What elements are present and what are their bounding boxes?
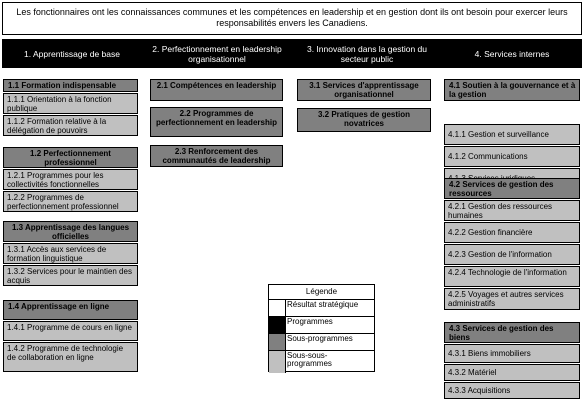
legend-row-strategic-outcome: Résultat stratégique bbox=[269, 299, 374, 316]
subprogram-1-3: 1.3 Apprentissage des langues officielle… bbox=[3, 221, 138, 242]
subsubprogram-4-1-2: 4.1.2 Communications bbox=[444, 146, 580, 167]
subprogram-2-2: 2.2 Programmes de perfectionnement en le… bbox=[150, 107, 283, 137]
subprogram-1-4: 1.4 Apprentissage en ligne bbox=[3, 300, 138, 320]
subsubprogram-4-2-2: 4.2.2 Gestion financière bbox=[444, 222, 580, 243]
legend-swatch-dark-gray bbox=[269, 334, 286, 350]
subsubprogram-4-2-1: 4.2.1 Gestion des ressources humaines bbox=[444, 200, 580, 221]
legend-row-programs: Programmes bbox=[269, 316, 374, 333]
legend-swatch-light-gray bbox=[269, 351, 286, 373]
strategic-outcome-text: Les fonctionnaires ont les connaissances… bbox=[16, 7, 568, 28]
legend-label: Programmes bbox=[287, 317, 333, 326]
subprogram-4-2: 4.2 Services de gestion des ressources bbox=[444, 178, 580, 199]
subsubprogram-1-4-1: 1.4.1 Programme de cours en ligne bbox=[3, 321, 138, 341]
subprogram-4-3: 4.3 Services de gestion des biens bbox=[444, 322, 580, 343]
subsubprogram-1-2-1: 1.2.1 Programmes pour les collectivités … bbox=[3, 169, 138, 190]
subsubprogram-4-3-2: 4.3.2 Matériel bbox=[444, 364, 580, 381]
subsubprogram-4-2-4: 4.2.4 Technologie de l'information bbox=[444, 266, 580, 287]
subsubprogram-4-2-3: 4.2.3 Gestion de l'information bbox=[444, 244, 580, 265]
strategic-outcome-box: Les fonctionnaires ont les connaissances… bbox=[2, 2, 582, 35]
legend: Légende Résultat stratégique Programmes … bbox=[268, 284, 375, 373]
subprogram-3-2: 3.2 Pratiques de gestion novatrices bbox=[297, 108, 431, 132]
legend-row-subprograms: Sous-programmes bbox=[269, 333, 374, 350]
legend-swatch-white bbox=[269, 300, 286, 316]
subsubprogram-1-4-2: 1.4.2 Programme de technologie de collab… bbox=[3, 342, 138, 372]
subsubprogram-1-3-1: 1.3.1 Accès aux services de formation li… bbox=[3, 243, 138, 264]
legend-label: Sous-sous-programmes bbox=[287, 351, 332, 368]
legend-label: Résultat stratégique bbox=[287, 300, 359, 309]
legend-row-subsubprograms: Sous-sous-programmes bbox=[269, 350, 374, 373]
legend-label: Sous-programmes bbox=[287, 334, 353, 343]
subsubprogram-1-2-2: 1.2.2 Programmes de perfectionnement pro… bbox=[3, 191, 138, 212]
subsubprogram-1-3-2: 1.3.2 Services pour le maintien des acqu… bbox=[3, 265, 138, 286]
subprogram-2-3: 2.3 Renforcement des communautés de lead… bbox=[150, 145, 283, 167]
subprogram-3-1: 3.1 Services d'apprentissage organisatio… bbox=[297, 79, 431, 101]
subprogram-4-1: 4.1 Soutien à la gouvernance et à la ges… bbox=[444, 79, 580, 101]
subprogram-2-1: 2.1 Compétences en leadership bbox=[150, 79, 283, 101]
legend-title: Légende bbox=[305, 287, 338, 296]
subprogram-1-2: 1.2 Perfectionnement professionnel bbox=[3, 147, 138, 168]
column-header-2: 2. Perfectionnement en leadership organi… bbox=[152, 43, 282, 64]
subsubprogram-4-3-1: 4.3.1 Biens immobiliers bbox=[444, 344, 580, 363]
subsubprogram-1-1-1: 1.1.1 Orientation à la fonction publique bbox=[3, 93, 138, 114]
subsubprogram-4-1-1: 4.1.1 Gestion et surveillance bbox=[444, 124, 580, 145]
subsubprogram-4-3-3: 4.3.3 Acquisitions bbox=[444, 382, 580, 399]
subsubprogram-1-1-2: 1.1.2 Formation relative à la délégation… bbox=[3, 115, 138, 136]
column-header-4: 4. Services internes bbox=[474, 48, 550, 59]
programs-bar: 1. Apprentissage de base 2. Perfectionne… bbox=[2, 39, 582, 68]
subsubprogram-4-2-5: 4.2.5 Voyages et autres services adminis… bbox=[444, 288, 580, 310]
column-header-3: 3. Innovation dans la gestion du secteur… bbox=[306, 43, 428, 64]
legend-swatch-black bbox=[269, 317, 286, 333]
column-header-1: 1. Apprentissage de base bbox=[24, 48, 120, 59]
subprogram-1-1: 1.1 Formation indispensable bbox=[3, 79, 138, 92]
